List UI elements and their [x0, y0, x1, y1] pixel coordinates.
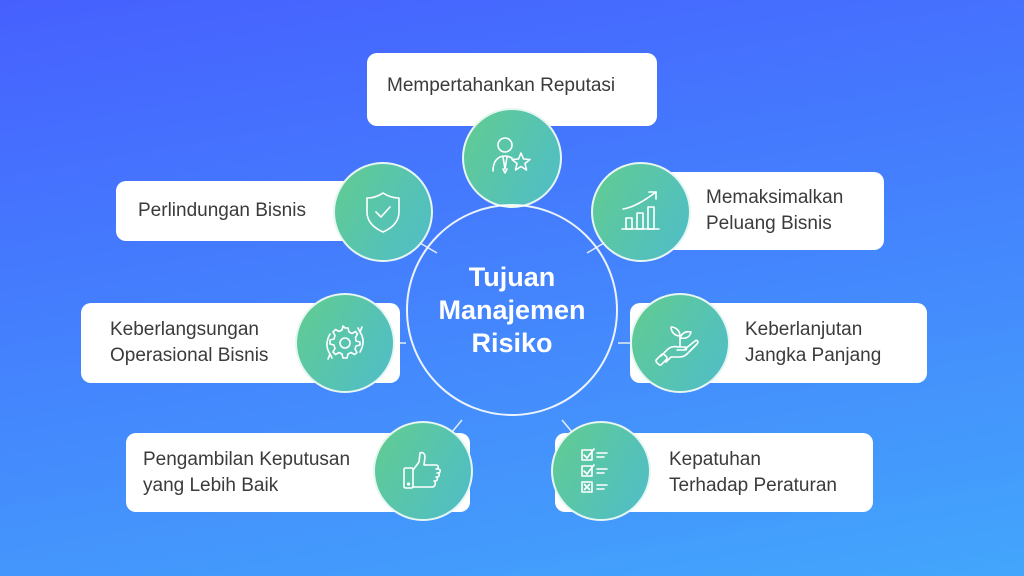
goal-node-reputasi — [462, 108, 562, 208]
goal-label-line1: Memaksimalkan — [706, 187, 844, 208]
goal-node-keberlanjutan — [630, 293, 730, 393]
person-star-icon — [492, 137, 531, 174]
goal-label-line2: Operasional Bisnis — [110, 345, 269, 366]
checklist-icon — [581, 448, 608, 493]
center-title-line1: Tujuan — [468, 261, 556, 292]
goal-label: Perlindungan Bisnis — [138, 200, 306, 221]
hand-plant-icon — [655, 326, 699, 366]
goal-node-operasional — [295, 293, 395, 393]
shield-check-icon — [366, 192, 400, 233]
center-hub-title: Tujuan Manajemen Risiko — [406, 204, 618, 416]
goal-label-line1: Keberlanjutan — [745, 319, 863, 340]
goal-label-line1: Kepatuhan — [669, 448, 761, 470]
center-title-line3: Risiko — [471, 327, 553, 358]
goal-node-kepatuhan — [551, 421, 651, 521]
goal-label-line1: Pengambilan Keputusan — [143, 448, 351, 470]
goal-node-perlindungan — [333, 162, 433, 262]
goal-node-keputusan — [373, 421, 473, 521]
thumbs-up-icon — [403, 451, 442, 489]
goal-label-line2: Jangka Panjang — [745, 345, 882, 366]
goal-label: Mempertahankan Reputasi — [387, 75, 616, 96]
goal-node-peluang — [591, 162, 691, 262]
center-title-line2: Manajemen — [438, 294, 586, 325]
goal-box-perlindungan: Perlindungan Bisnis — [116, 181, 370, 241]
gear-cycle-icon — [326, 325, 364, 360]
goal-label-line2: Peluang Bisnis — [706, 213, 832, 234]
goal-label-line2: Terhadap Peraturan — [669, 474, 837, 496]
growth-chart-icon — [621, 191, 660, 230]
goal-label-line2: yang Lebih Baik — [143, 474, 279, 496]
goal-label-line1: Keberlangsungan — [110, 319, 259, 340]
